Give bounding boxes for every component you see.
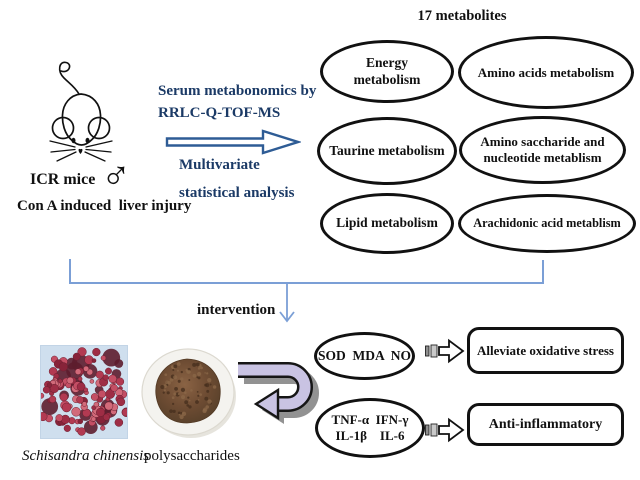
markers-line-2: IL-1β IL-6 [335,428,405,443]
berries-image [40,345,128,439]
striped-arrow-icon-2 [424,416,466,444]
metabolite-ellipse-energy: Energy metabolism [320,40,454,103]
metabolites-title: 17 metabolites [417,8,507,24]
markers-ellipse-oxidative: SOD MDA NO [314,332,415,380]
metabolite-ellipse-saccharide: Amino saccharide and nucleotide metablis… [459,116,626,184]
markers-ellipse-inflammatory: TNF-α IFN-γ IL-1β IL-6 [315,398,425,458]
mouse-icon [35,58,145,170]
process-line-4: statistical analysis [179,185,295,201]
striped-arrow-icon-1 [424,337,466,365]
metabolite-ellipse-taurine: Taurine metabolism [317,117,457,185]
bracket-connector-line [58,254,558,332]
process-line-2: RRLC-Q-TOF-MS [158,105,281,121]
process-line-1: Serum metabonomics by [158,83,317,99]
effect-box-oxidative: Alleviate oxidative stress [467,327,624,374]
metabolite-ellipse-amino-acids: Amino acids metabolism [458,36,634,109]
process-line-3: Multivariate [179,157,260,173]
right-arrow-icon [165,129,301,155]
powder-image [140,347,236,441]
photo2-label: polysaccharides [144,448,240,464]
subject-title: ICR mice [30,171,96,188]
male-symbol: ♂ [101,153,131,198]
markers-line-1: TNF-α IFN-γ [331,412,409,428]
bent-arrow-icon [232,356,327,426]
effect-box-inflammatory: Anti-inflammatory [467,403,624,446]
intervention-label: intervention [197,302,276,318]
subject-subtitle: Con A induced liver injury [17,198,192,214]
metabolite-ellipse-arachidonic: Arachidonic acid metablism [458,194,636,253]
metabolite-ellipse-lipid: Lipid metabolism [320,193,454,254]
photo1-label: Schisandra chinensis [22,448,150,464]
